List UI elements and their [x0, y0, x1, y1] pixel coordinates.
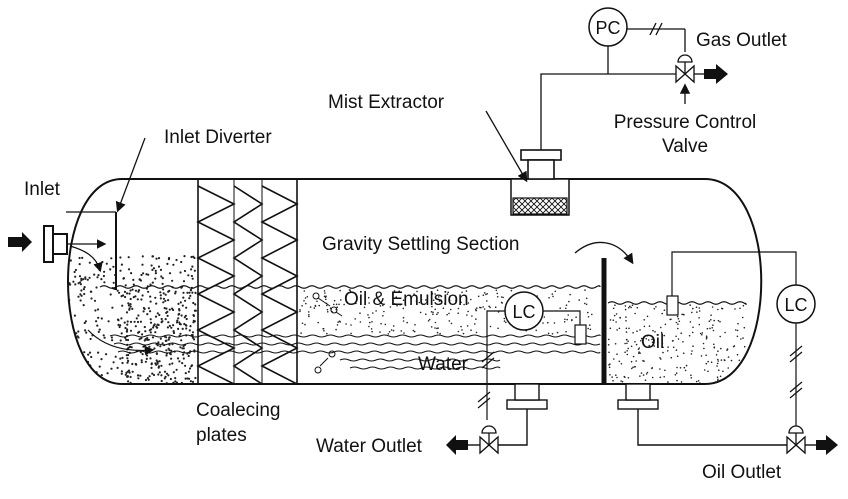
inlet-arrow-icon [8, 232, 32, 252]
coalescing-label-line2: plates [196, 425, 247, 446]
oil-bay-surface-line [607, 301, 747, 305]
inlet-deflect-arrow-icon [69, 245, 103, 273]
oil-emulsion-label: Oil & Emulsion [344, 289, 469, 310]
inlet-label: Inlet [24, 179, 61, 200]
gas-outlet-arrow-icon [704, 64, 728, 84]
liquid-texture [68, 255, 746, 384]
inlet-diverter-pointer [115, 137, 146, 213]
mist-extractor-label: Mist Extractor [328, 92, 445, 113]
lc-right-instrument-icon [776, 284, 816, 324]
oil-outlet-arrow-icon [816, 435, 838, 455]
pressure-control-valve-icon [675, 54, 695, 84]
water-level-control-lines [477, 310, 587, 420]
water-outlet-piping [468, 383, 548, 446]
oil-label: Oil [641, 332, 664, 353]
water-outlet-label: Water Outlet [316, 436, 423, 457]
inlet-spray-dots [68, 255, 197, 384]
mist-extractor [510, 149, 570, 216]
gas-outlet-piping [540, 22, 704, 150]
gas-outlet-label: Gas Outlet [696, 30, 788, 51]
coalescing-label-line1: Coalecing [196, 400, 281, 421]
inlet-diverter-label: Inlet Diverter [164, 127, 272, 148]
lc-right-instrument-label: LC [784, 295, 807, 315]
water-interface-lines [109, 334, 601, 370]
oil-bay-dots [607, 304, 746, 384]
coalescing-plates [196, 179, 299, 385]
valve-label: Valve [662, 136, 708, 157]
mist-extractor-pointer [485, 110, 528, 183]
water-outlet-arrow-icon [446, 435, 468, 455]
oil-surface-line [99, 285, 601, 289]
oil-outlet-label: Oil Outlet [702, 462, 782, 483]
inlet-water-arrow-icon [87, 329, 155, 356]
pc-instrument-label: PC [595, 18, 620, 38]
inlet-nozzle [43, 225, 68, 263]
pc-instrument-icon [588, 7, 628, 47]
oil-outlet-piping [617, 383, 816, 446]
oil-level-control-lines [666, 251, 803, 432]
vessel-shell [67, 178, 763, 385]
gravity-settling-label: Gravity Settling Section [322, 234, 519, 255]
oil-outlet-valve-icon [786, 425, 806, 455]
weir-overflow-arrow-icon [574, 241, 634, 265]
lc-left-instrument-label: LC [512, 302, 535, 322]
pressure-control-label: Pressure Control [614, 112, 757, 133]
water-outlet-valve-icon [479, 425, 499, 455]
rising-bubbles [312, 292, 343, 374]
lc-left-instrument-icon [504, 291, 544, 331]
oil-emulsion-dots [299, 289, 593, 335]
water-label: Water [418, 354, 469, 375]
